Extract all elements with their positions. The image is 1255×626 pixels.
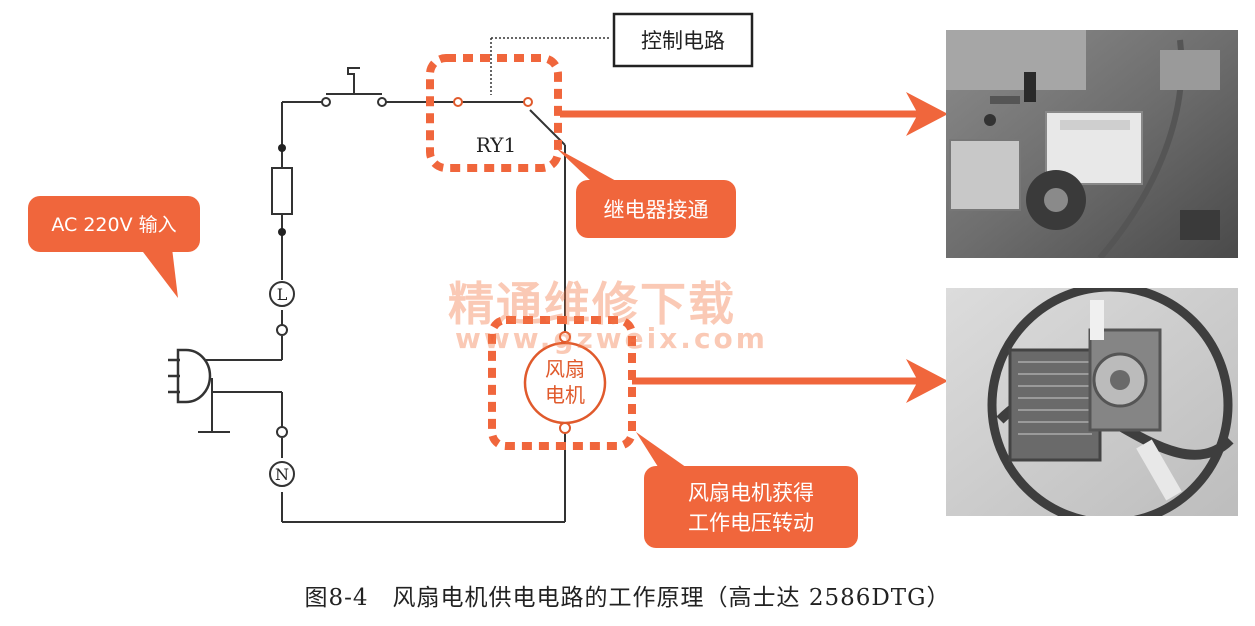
fan-motor-label-1: 风扇: [545, 357, 585, 381]
terminal-point: [276, 426, 288, 438]
ac-input-label: AC 220V 输入: [51, 214, 176, 236]
relay-on-label: 继电器接通: [604, 198, 709, 222]
fan-voltage-callout: 风扇电机获得 工作电压转动: [636, 432, 858, 548]
watermark-url: www.gzweix.com: [455, 322, 768, 355]
motor-terminal: [559, 331, 571, 343]
terminal-L-label: L: [277, 285, 288, 304]
junction-dots: [278, 144, 286, 236]
terminal-L: L: [269, 281, 295, 307]
watermark-chinese: 精通维修下载: [448, 277, 736, 331]
fuse: [271, 167, 293, 215]
arrow-to-motor-photo: [632, 359, 948, 403]
door-switch: [321, 67, 387, 107]
relay-contacts: [453, 97, 533, 107]
terminal-N-label: N: [275, 465, 289, 484]
ac-input-callout: AC 220V 输入: [28, 196, 200, 298]
fan-motor-label-2: 电机: [545, 383, 585, 407]
control-circuit-label: 控制电路: [641, 29, 725, 53]
relay-label: RY1: [476, 133, 516, 157]
power-plug-icon: [168, 348, 212, 404]
relay-on-callout: 继电器接通: [556, 148, 736, 238]
motor-highlight: [488, 316, 636, 450]
terminal-N: N: [269, 461, 295, 487]
fan-voltage-label-2: 工作电压转动: [688, 511, 814, 535]
control-circuit-box: [612, 12, 754, 68]
figure-caption: 图8-4 风扇电机供电电路的工作原理（高士达 2586DTG）: [304, 585, 951, 611]
arrow-to-relay-photo: [560, 92, 948, 136]
motor-terminal: [559, 422, 571, 434]
terminal-point: [276, 324, 288, 336]
fan-motor-photo: [946, 288, 1238, 516]
fan-voltage-label-1: 风扇电机获得: [688, 481, 814, 505]
relay-highlight: [426, 54, 562, 172]
relay-board-photo: [946, 30, 1238, 258]
wires: [198, 37, 610, 523]
